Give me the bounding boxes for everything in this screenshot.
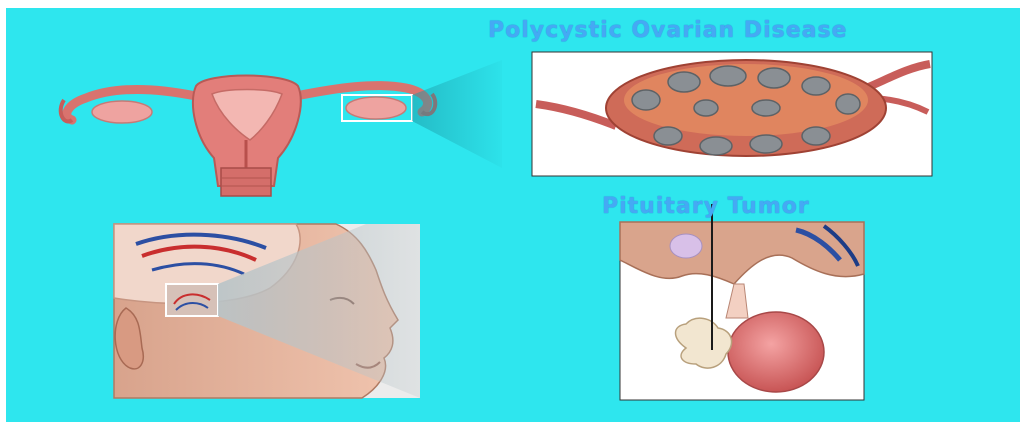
pituitary-gland	[728, 312, 824, 392]
illustration-panel: Polycystic Ovarian Disease Pituitary Tum…	[6, 8, 1020, 422]
pituitary-tumor-label: Pituitary Tumor	[602, 194, 810, 219]
uterus-diagram	[61, 76, 436, 197]
pituitary-highlight-box	[166, 284, 218, 316]
pituitary-closeup	[620, 204, 864, 400]
polycystic-ovarian-disease-label: Polycystic Ovarian Disease	[488, 18, 847, 43]
ovary-closeup	[532, 52, 932, 176]
zoom-beam-ovary	[412, 60, 502, 168]
ovary-left	[92, 101, 152, 123]
cervix	[221, 168, 271, 196]
medical-illustration	[6, 8, 1020, 422]
ovary-right	[346, 97, 406, 119]
